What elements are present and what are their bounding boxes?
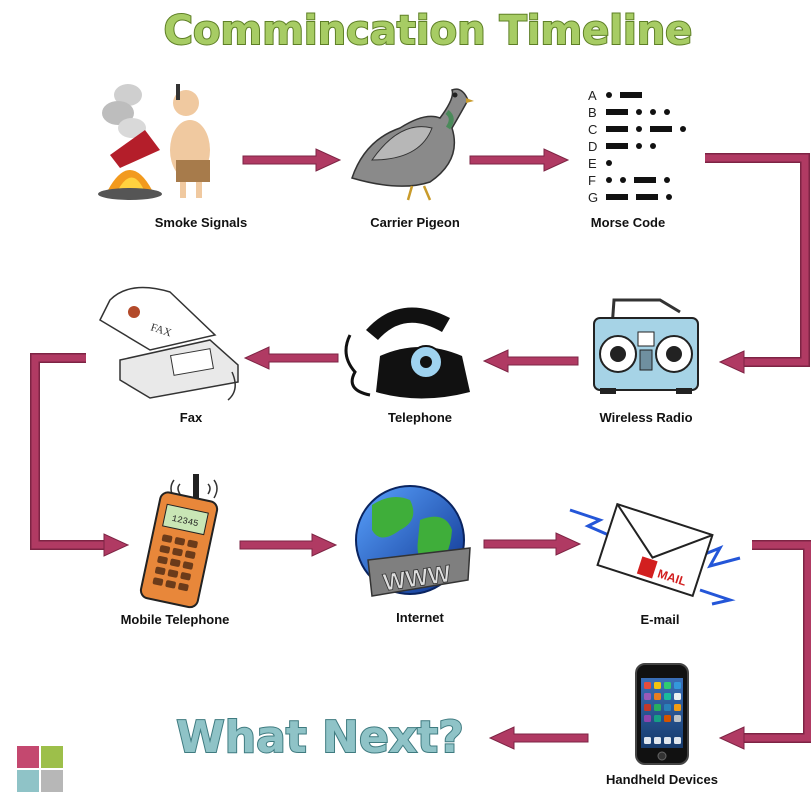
app-icon: [644, 682, 651, 689]
morse-letter: A: [588, 88, 597, 103]
app-icon: [674, 704, 681, 711]
node-label-smoke: Smoke Signals: [155, 215, 247, 230]
flow-arrow-elbow: [705, 153, 810, 374]
corner-logo: [17, 746, 63, 792]
keypad-key: [178, 582, 189, 592]
morse-dot: [650, 143, 656, 149]
node-label-radio: Wireless Radio: [599, 410, 692, 425]
morse-dot: [664, 109, 670, 115]
morse-dash: [606, 126, 628, 132]
node-label-pigeon: Carrier Pigeon: [370, 215, 460, 230]
keypad-key: [187, 539, 198, 549]
smoke-signal-icon: [98, 84, 210, 200]
morse-dot: [636, 126, 642, 132]
flow-arrow-elbow: [30, 353, 130, 557]
morse-dot: [664, 177, 670, 183]
morse-letter: B: [588, 105, 597, 120]
morse-letter: E: [588, 156, 597, 171]
smartphone-icon: [635, 663, 689, 765]
keypad-key: [152, 577, 164, 586]
fax-icon: FAX: [99, 286, 239, 401]
keypad-key: [154, 566, 166, 575]
app-icon: [674, 715, 681, 722]
flow-arrow: [243, 346, 339, 370]
flow-arrow: [488, 726, 589, 750]
pigeon-icon: [351, 88, 474, 201]
radio-icon: [593, 298, 699, 394]
app-icon: [654, 704, 661, 711]
morse-dot: [680, 126, 686, 132]
morse-dot: [606, 177, 612, 183]
flow-arrow-elbow: [718, 540, 811, 750]
closing-question: What Next?: [176, 712, 464, 763]
morse-dash: [606, 194, 628, 200]
node-label-handheld: Handheld Devices: [606, 772, 718, 787]
connector-arrows: [30, 148, 811, 750]
morse-letter: D: [588, 139, 597, 154]
node-label-email: E-mail: [640, 612, 679, 627]
morse-dot: [636, 109, 642, 115]
morse-letter: G: [588, 190, 598, 205]
node-label-internet: Internet: [396, 610, 444, 625]
morse-dot: [636, 143, 642, 149]
morse-dot: [620, 177, 626, 183]
app-icon: [664, 704, 671, 711]
app-icon: [644, 704, 651, 711]
morse-dash: [650, 126, 672, 132]
node-label-fax: Fax: [180, 410, 203, 425]
telephone-icon: [344, 307, 470, 399]
app-icon: [664, 682, 671, 689]
app-icon: [654, 693, 661, 700]
morse-dash: [636, 194, 658, 200]
dock-icon: [674, 737, 681, 744]
keypad-key: [169, 558, 181, 567]
dock-icon: [644, 737, 651, 744]
envelope-icon: MAIL: [569, 502, 741, 606]
morse-letter: F: [588, 173, 596, 188]
keypad-key: [182, 561, 194, 570]
morse-dot: [650, 109, 656, 115]
morse-dash: [634, 177, 656, 183]
morse-dot: [666, 194, 672, 200]
flow-arrow: [242, 148, 342, 172]
dock-icon: [654, 737, 661, 744]
node-label-morse: Morse Code: [591, 215, 665, 230]
keypad-key: [157, 555, 168, 565]
node-label-mobile: Mobile Telephone: [121, 612, 230, 627]
page-title: Commincation Timeline: [164, 8, 693, 54]
morse-dash: [606, 143, 628, 149]
morse-letter: C: [588, 122, 597, 137]
keypad-key: [172, 547, 183, 557]
app-icon: [644, 693, 651, 700]
dock-icon: [664, 737, 671, 744]
keypad-key: [167, 569, 179, 578]
flow-arrow: [469, 148, 570, 172]
keypad-key: [159, 545, 171, 554]
morse-dash: [606, 109, 628, 115]
morse-dot: [606, 92, 612, 98]
app-icon: [644, 715, 651, 722]
keypad-key: [165, 580, 176, 589]
node-label-telephone: Telephone: [388, 410, 452, 425]
app-icon: [654, 682, 661, 689]
app-icon: [674, 682, 681, 689]
flow-arrow: [483, 532, 582, 556]
flow-arrow: [482, 349, 579, 373]
app-icon: [674, 693, 681, 700]
keypad-key: [174, 537, 186, 546]
keypad-key: [184, 550, 196, 559]
globe-icon: WWW: [355, 485, 471, 597]
keypad-key: [180, 572, 191, 581]
app-icon: [664, 693, 671, 700]
keypad-key: [161, 534, 173, 543]
flow-arrow: [239, 533, 338, 557]
mobile-phone-icon: 12345: [139, 474, 219, 609]
morse-dash: [620, 92, 642, 98]
app-icon: [664, 715, 671, 722]
app-icon: [654, 715, 661, 722]
morse-dot: [606, 160, 612, 166]
